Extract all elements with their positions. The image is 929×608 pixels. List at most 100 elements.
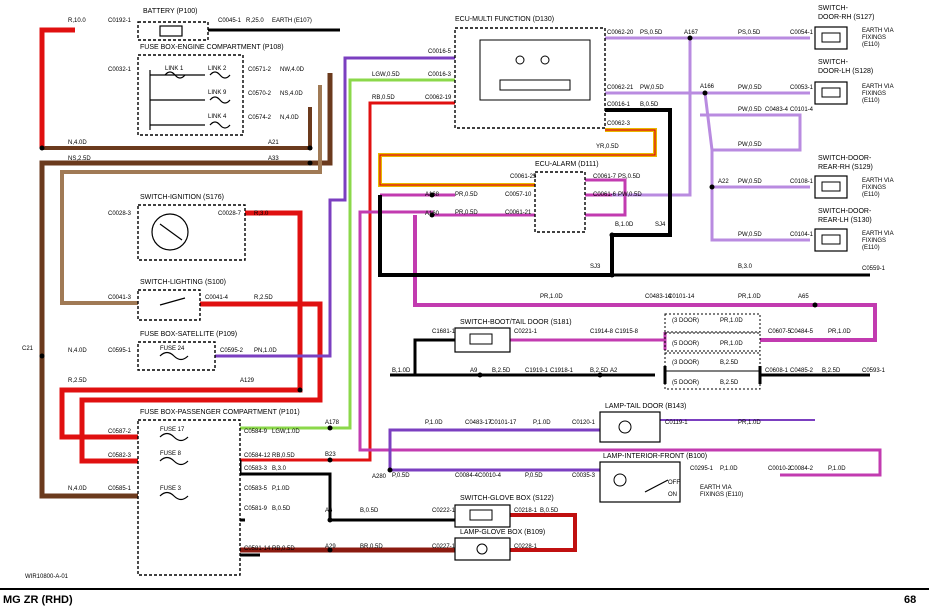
link-9: LINK 9: [208, 90, 227, 96]
label-fuse-engine: FUSE BOX-ENGINE COMPARTMENT (P108): [140, 44, 284, 51]
wire-rb05-a: RB,0.5D: [272, 453, 295, 459]
conn-c0227-1: C0227-1: [432, 544, 456, 550]
conn-c0485-2: C0485-2: [790, 368, 814, 374]
junction-dots: [39, 35, 818, 553]
splice-sj3: SJ3: [590, 264, 601, 270]
label-switch-ignition: SWITCH-IGNITION (S176): [140, 194, 224, 201]
wire-r3: R,3.0: [254, 211, 269, 217]
option-5door-b: (5 DOOR): [672, 380, 699, 386]
label-door-lh-2: DOOR-LH (S128): [818, 68, 873, 75]
wire-n4d: N,4.0D: [68, 486, 87, 492]
wire-r25d-b: R,2.5D: [68, 378, 87, 384]
wire-pw05-g: PW,0.5D: [618, 192, 642, 198]
conn-c0041-3: C0041-3: [108, 295, 132, 301]
battery-box: BATTERY (P100): [137, 8, 209, 41]
wire-r25d-a: R,2.5D: [254, 295, 273, 301]
wire-ps05-c: PS,0.5D: [618, 174, 641, 180]
switch-door-lh: SWITCH- DOOR-LH (S128): [814, 59, 873, 105]
label-switch-boot: SWITCH-BOOT/TAIL DOOR (S181): [460, 319, 572, 326]
conn-c0483-14: C0483-14: [645, 294, 672, 300]
conn-c0595-1: C0595-1: [108, 348, 132, 354]
wire-p05-b: P,0.5D: [525, 473, 543, 479]
wire-b3: B,3.0: [272, 466, 287, 472]
doc-id: WIR10800-A-01: [25, 574, 69, 580]
switch-ignition: SWITCH-IGNITION (S176): [137, 194, 246, 261]
wire-lgw05: LGW,0.5D: [372, 72, 400, 78]
wire-b3-b: B,3.0: [738, 264, 753, 270]
wire-rb05-c: RB,0.5D: [372, 95, 395, 101]
splice-a29: A29: [325, 544, 336, 550]
wire-pw05-d: PW,0.5D: [738, 142, 762, 148]
conn-c0016-5: C0016-5: [428, 49, 452, 55]
label-switch-glove: SWITCH-GLOVE BOX (S122): [460, 495, 554, 502]
conn-c0581-9: C0581-9: [244, 506, 268, 512]
wire-pw05-c: PW,0.5D: [738, 107, 762, 113]
conn-c0483-17: C0483-17: [465, 420, 492, 426]
splice-labels: A21 A33 C21 A129 A178 B23 A6 A29 A280 A1…: [22, 30, 809, 550]
fuse-box-satellite: FUSE BOX-SATELLITE (P109) FUSE 24: [137, 331, 237, 371]
wire-n4a: N,4.0D: [280, 115, 299, 121]
wire-rb05-b: RB,0.5D: [272, 546, 295, 552]
wire-b25-a: B,2.5D: [492, 368, 511, 374]
label-lamp-tail: LAMP-TAIL DOOR (B143): [605, 403, 686, 410]
splice-a2: A2: [610, 368, 618, 374]
wire-labels: R,10.0 R,25.0 NW,4.0D NS,4.0D N,4.0D N,4…: [68, 18, 851, 552]
label-lamp-interior: LAMP-INTERIOR-FRONT (B100): [603, 453, 707, 460]
fuse-box-passenger: FUSE BOX-PASSENGER COMPARTMENT (P101) FU…: [137, 409, 300, 576]
wire-ps05-a: PS,0.5D: [640, 30, 663, 36]
earth-e110-2: (E110): [862, 98, 880, 104]
wire-ns25: NS,2.5D: [68, 156, 91, 162]
earth-fix-4: FIXINGS: [862, 238, 886, 244]
conn-c0228-1: C0228-1: [514, 544, 538, 550]
splice-b23: B23: [325, 452, 336, 458]
label-ecu-alarm: ECU-ALARM (D111): [535, 161, 599, 168]
earth-via-3: EARTH VIA: [862, 178, 894, 184]
earth-lamp-fix: FIXINGS (E110): [700, 492, 743, 498]
conn-c0084-4: C0084-4: [455, 473, 479, 479]
conn-c0010-2: C0010-2: [768, 466, 792, 472]
wire-b25-d: B,2.5D: [720, 380, 739, 386]
label-rear-rh-2: REAR-RH (S129): [818, 164, 873, 171]
wire-r25: R,25.0: [246, 18, 264, 24]
switch-lighting: SWITCH-LIGHTING (S100): [137, 279, 226, 321]
splice-a166: A166: [700, 84, 715, 90]
conn-c0581-14: C0581-14: [244, 546, 271, 552]
ecu-multi-function: ECU-MULTI FUNCTION (D130): [454, 16, 606, 129]
label-door-rh-1: SWITCH-: [818, 5, 849, 12]
conn-c0295-1: C0295-1: [690, 466, 714, 472]
splice-a6: A6: [325, 508, 333, 514]
wire-pn1: PN,1.0D: [254, 348, 277, 354]
conn-c0045-1: C0045-1: [218, 18, 242, 24]
link-2: LINK 2: [208, 66, 227, 72]
wire-ps05-b: PS,0.5D: [738, 30, 761, 36]
wire-b05-b: B,0.5D: [360, 508, 379, 514]
wire-pr1-a: PR,1.0D: [540, 294, 563, 300]
wire-n4b: N,4.0D: [68, 140, 87, 146]
label-battery: BATTERY (P100): [143, 8, 197, 15]
conn-c0595-2: C0595-2: [220, 348, 244, 354]
conn-c0035-3: C0035-3: [572, 473, 596, 479]
fuse-box-engine: FUSE BOX-ENGINE COMPARTMENT (P108) LINK …: [137, 44, 284, 136]
wire-b05-a: B,0.5D: [272, 506, 291, 512]
page-footer: WIR10800-A-01 MG ZR (RHD) 68: [0, 574, 929, 606]
conn-c0608-1: C0608-1: [765, 368, 789, 374]
connector-labels: C0192-1 C0045-1 C0032-1 C0571-2 C0570-2 …: [108, 18, 886, 552]
option-3door-a: (3 DOOR): [672, 318, 699, 324]
conn-c0061-21: C0061-21: [505, 210, 532, 216]
conn-c0108-1: C0108-1: [790, 179, 814, 185]
wire-pw05-a: PW,0.5D: [640, 85, 664, 91]
label-switch-lighting: SWITCH-LIGHTING (S100): [140, 279, 226, 286]
earth-via-1: EARTH VIA: [862, 28, 894, 34]
conn-c0484-5: C0484-5: [790, 329, 814, 335]
earth-e110-1: (E110): [862, 42, 880, 48]
wire-pw05-b: PW,0.5D: [738, 85, 762, 91]
switch-door-rh: SWITCH- DOOR-RH (S127): [814, 5, 874, 50]
wire-p1-e: P,1.0D: [828, 466, 846, 472]
conn-c0483-4: C0483-4: [765, 107, 789, 113]
option-3door-b: (3 DOOR): [672, 360, 699, 366]
conn-c0041-4: C0041-4: [205, 295, 229, 301]
splice-a33: A33: [268, 156, 279, 162]
earth-lamp-via: EARTH VIA: [700, 485, 732, 491]
wire-lgw1: LGW,1.0D: [272, 429, 300, 435]
